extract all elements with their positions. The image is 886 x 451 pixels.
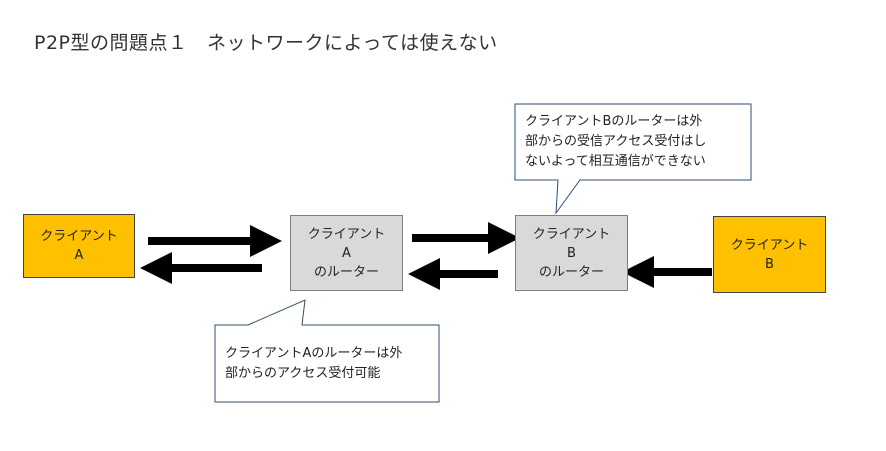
router-a-suffix: のルーター [313,264,379,280]
client-b-label: クライアント [730,237,809,253]
client-b-node: クライアント B [713,216,826,293]
router-b-node: クライアント B のルーター [515,215,628,291]
router-b-label: クライアント [532,226,611,242]
router-a-id: A [342,245,351,261]
router-a-node: クライアント A のルーター [290,215,403,291]
callout-bottom-line2: 部からのアクセス受付可能 [225,366,381,381]
callout-top-line3: ないよって相互通信ができない [525,154,706,169]
callout-bottom-line1: クライアントAのルーターは外 [225,346,403,361]
client-a-node: クライアント A [23,214,135,278]
page-title: P2P型の問題点１ ネットワークによっては使えない [34,32,498,54]
router-b-suffix: のルーター [538,264,604,280]
callout-bottom-text: クライアントAのルーターは外 部からのアクセス受付可能 [225,344,402,384]
callout-top-line1: クライアントBのルーターは外 [525,114,703,129]
callout-top-line2: 部からの受信アクセス受付はし [525,134,707,149]
client-a-id: A [74,248,84,263]
router-b-id: B [567,245,576,261]
callout-top-shape [514,103,752,215]
client-a-label: クライアント [40,229,118,244]
router-a-label: クライアント [307,226,386,242]
callout-bottom-shape [214,299,440,403]
client-b-id: B [765,256,774,272]
callout-top-text: クライアントBのルーターは外 部からの受信アクセス受付はし ないよって相互通信が… [525,112,706,172]
